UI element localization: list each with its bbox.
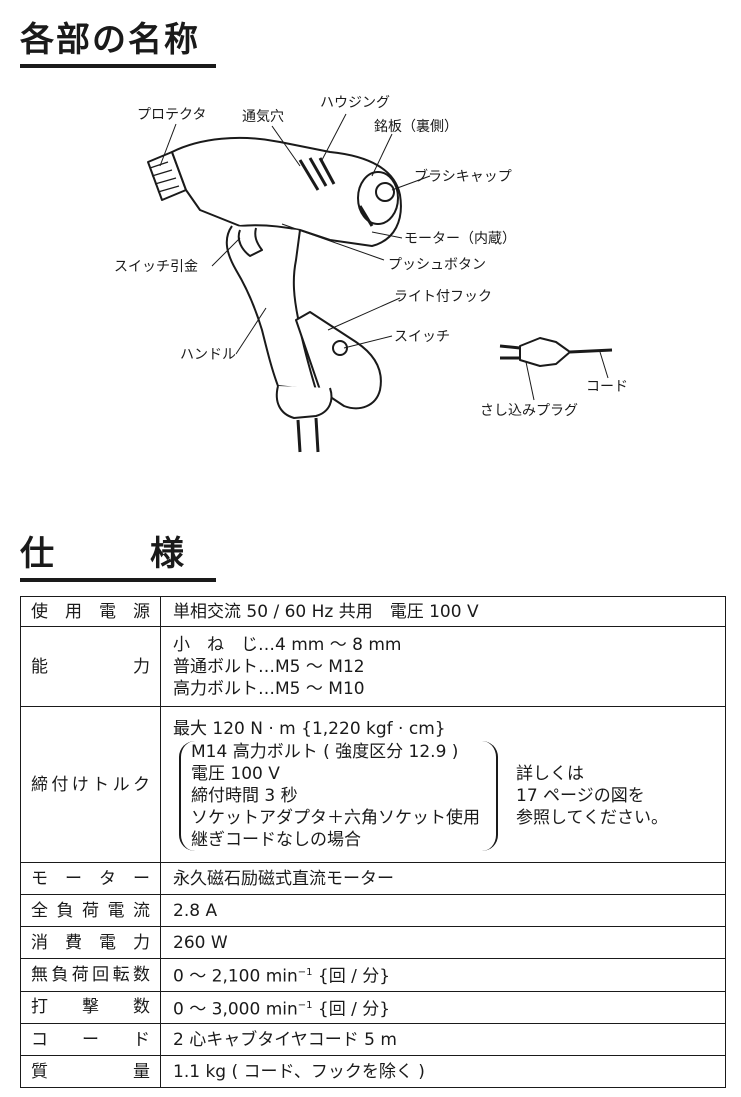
table-row: 質量 1.1 kg ( コード、フックを除く ) xyxy=(20,1055,726,1089)
label-push-button: プッシュボタン xyxy=(388,257,486,273)
tool-illustration: プロテクタ 通気穴 ハウジング 銘板（裏側） ブラシキャップ モーター（内蔵） … xyxy=(0,90,741,490)
spec-key: 使用電源 xyxy=(20,596,161,627)
spec-table: 使用電源 単相交流 50 / 60 Hz 共用 電圧 100 V 能力 小 ね … xyxy=(20,596,726,1089)
table-row: 締付けトルク 最大 120 N · m {1,220 kgf · cm} M14… xyxy=(20,706,726,863)
spec-value: 2 心キャブタイヤコード 5 m xyxy=(160,1023,726,1057)
spec-value: 1.1 kg ( コード、フックを除く ) xyxy=(160,1055,726,1089)
spec-key: 無負荷回転数 xyxy=(20,958,161,992)
spec-value: 0 〜 2,100 min−1 {回 / 分} xyxy=(160,958,726,992)
label-housing: ハウジング xyxy=(320,95,390,111)
label-handle: ハンドル xyxy=(180,347,236,363)
torque-note: 詳しくは 17 ページの図を 参照してください。 xyxy=(516,763,668,828)
label-light-hook: ライト付フック xyxy=(394,289,492,305)
spec-title-char-2: 様 xyxy=(150,534,186,574)
table-row: コード 2 心キャブタイヤコード 5 m xyxy=(20,1023,726,1057)
label-vent: 通気穴 xyxy=(242,109,284,125)
spec-value: 単相交流 50 / 60 Hz 共用 電圧 100 V xyxy=(160,596,726,627)
spec-key: 締付けトルク xyxy=(20,706,161,863)
table-row: モーター 永久磁石励磁式直流モーター xyxy=(20,862,726,895)
label-cord: コード xyxy=(586,379,628,395)
spec-key: コード xyxy=(20,1023,161,1057)
spec-key: 全負荷電流 xyxy=(20,894,161,927)
table-row: 使用電源 単相交流 50 / 60 Hz 共用 電圧 100 V xyxy=(20,596,726,627)
spec-value: 小 ね じ…4 mm 〜 8 mm 普通ボルト…M5 〜 M12 高力ボルト…M… xyxy=(160,626,726,707)
table-row: 無負荷回転数 0 〜 2,100 min−1 {回 / 分} xyxy=(20,958,726,992)
spec-key: 質量 xyxy=(20,1055,161,1089)
label-plug: さし込みプラグ xyxy=(480,403,578,419)
impact-driver-drawing xyxy=(147,113,613,453)
spec-value: 最大 120 N · m {1,220 kgf · cm} M14 高力ボルト … xyxy=(160,706,726,863)
label-nameplate: 銘板（裏側） xyxy=(374,119,458,135)
spec-value: 260 W xyxy=(160,926,726,959)
label-switch: スイッチ xyxy=(394,329,450,345)
spec-value: 永久磁石励磁式直流モーター xyxy=(160,862,726,895)
table-row: 全負荷電流 2.8 A xyxy=(20,894,726,927)
table-row: 打撃数 0 〜 3,000 min−1 {回 / 分} xyxy=(20,990,726,1025)
spec-key: 消費電力 xyxy=(20,926,161,959)
parts-section-title: 各部の名称 xyxy=(20,18,216,68)
spec-key: モーター xyxy=(20,862,161,895)
table-row: 能力 小 ね じ…4 mm 〜 8 mm 普通ボルト…M5 〜 M12 高力ボル… xyxy=(20,626,726,707)
spec-key: 能力 xyxy=(20,626,161,707)
table-row: 消費電力 260 W xyxy=(20,926,726,959)
label-motor: モーター（内蔵） xyxy=(404,231,516,247)
label-brush-cap: ブラシキャップ xyxy=(414,169,512,185)
spec-value: 0 〜 3,000 min−1 {回 / 分} xyxy=(160,990,726,1025)
spec-title-char-1: 仕 xyxy=(20,534,56,574)
spec-value: 2.8 A xyxy=(160,894,726,927)
torque-conditions: M14 高力ボルト ( 強度区分 12.9 ) 電圧 100 V 締付時間 3 … xyxy=(179,740,498,851)
spec-section-title: 仕様 xyxy=(20,532,216,582)
label-switch-trigger: スイッチ引金 xyxy=(114,259,198,275)
label-protector: プロテクタ xyxy=(137,107,207,123)
spec-key: 打撃数 xyxy=(20,990,161,1025)
